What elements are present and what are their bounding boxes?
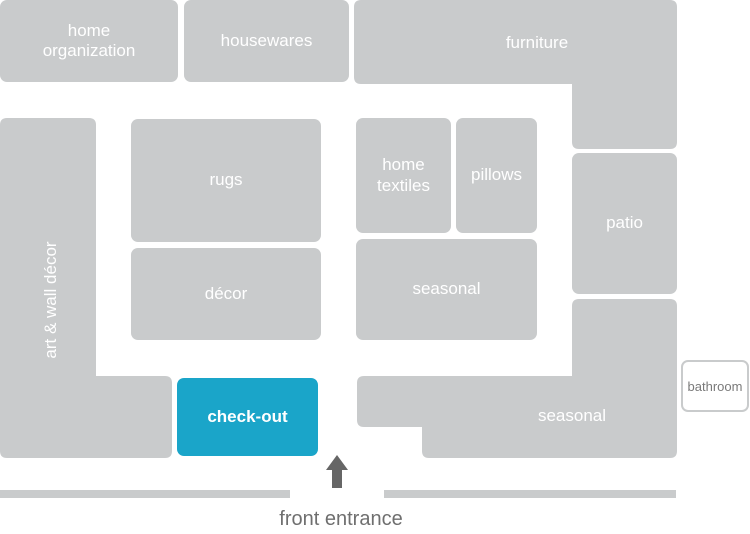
dept-rugs: rugs [131,119,321,242]
dept-bathroom: bathroom [681,360,749,412]
dept-label: patio [606,213,643,233]
dept-home-textiles: home textiles [356,118,451,233]
dept-label: check-out [207,406,288,426]
front-wall-left [0,490,290,498]
dept-pillows: pillows [456,118,537,233]
dept-label: home organization [42,20,136,60]
dept-checkout: check-out [177,378,318,456]
dept-label: seasonal [537,406,607,425]
dept-housewares: housewares [184,0,349,82]
dept-label: housewares [220,30,313,50]
dept-furniture: furniture [480,33,594,53]
dept-label: home textiles [377,155,430,195]
dept-seasonal-center: seasonal [356,239,537,340]
front-wall-right [384,490,676,498]
dept-patio: patio [572,153,677,294]
dept-label: seasonal [412,279,481,299]
dept-home-organization: home organization [0,0,178,82]
front-entrance-label: front entrance [279,508,403,530]
dept-label: furniture [505,33,569,52]
dept-label: pillows [470,165,523,185]
dept-seasonal-right: seasonal [520,406,624,426]
dept-label: rugs [209,170,243,190]
dept-label: décor [204,283,248,303]
dept-label: bathroom [687,378,743,394]
dept-decor: décor [131,248,321,340]
